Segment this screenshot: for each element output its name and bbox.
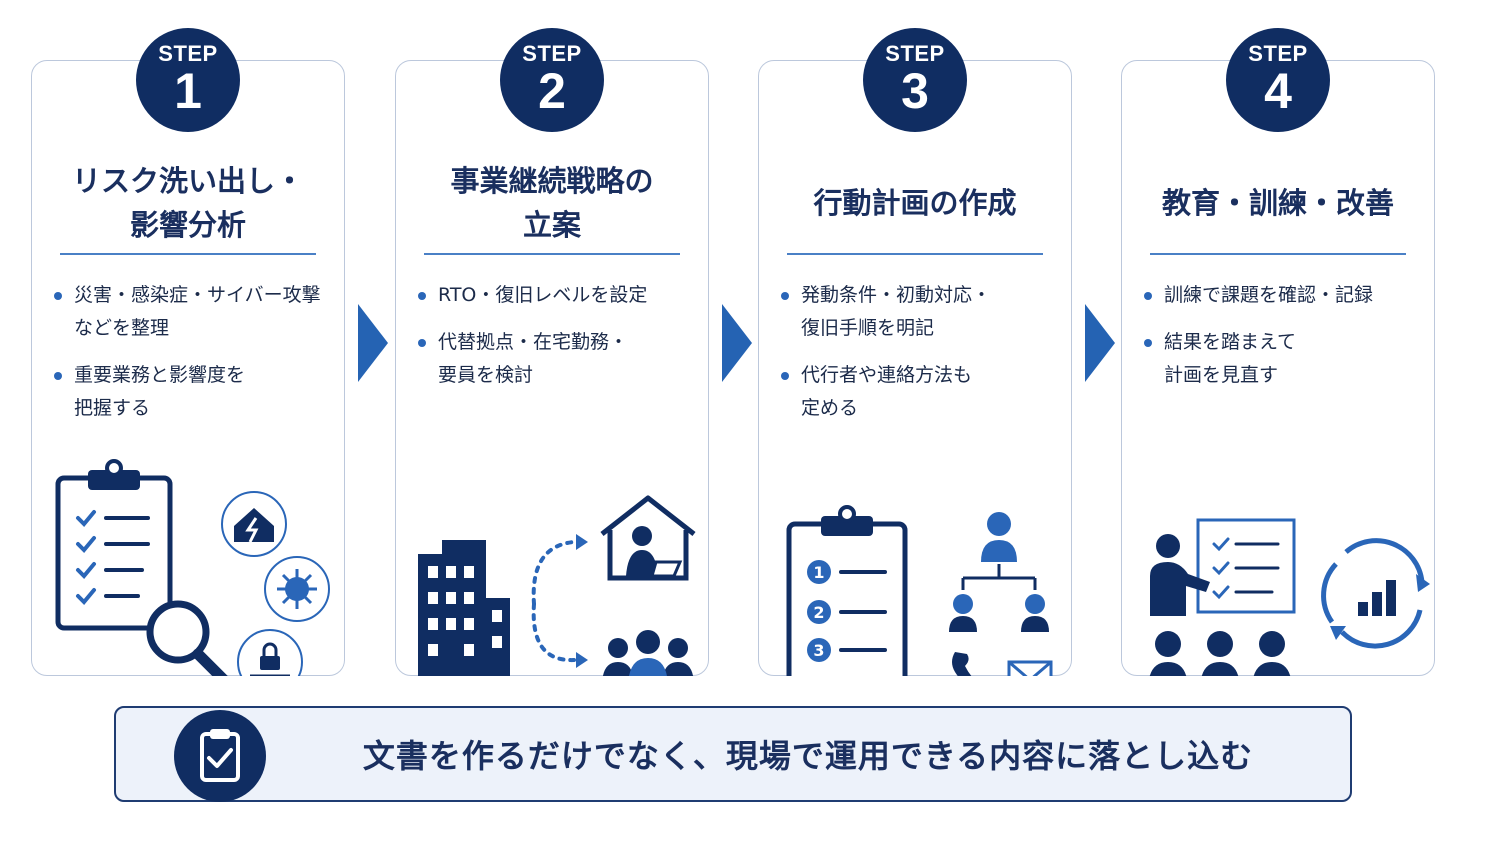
cycle-chart-icon xyxy=(1321,538,1430,649)
step-title-line: 行動計画の作成 xyxy=(813,186,1017,220)
mail-icon xyxy=(1007,660,1053,676)
step-title-line: リスク洗い出し・ xyxy=(71,164,304,198)
bullet-item: 結果を踏まえて計画を見直す xyxy=(1142,326,1424,392)
action-plan-illustration: 1 2 3 xyxy=(786,505,1053,676)
audience-icon xyxy=(1149,631,1291,676)
bullet-list: RTO・復旧レベルを設定 代替拠点・在宅勤務・要員を検討 xyxy=(416,279,698,406)
step-title: 事業継続戦略の 立案 xyxy=(406,147,698,259)
home-work-icon xyxy=(600,495,696,581)
step-badge-label: STEP xyxy=(522,41,582,66)
step-card-3: STEP 3 行動計画の作成 発動条件・初動対応・復旧手順を明記 代行者や連絡方… xyxy=(758,28,1072,676)
laptop-lock-icon xyxy=(237,629,303,676)
step-title: 行動計画の作成 xyxy=(769,147,1061,259)
house-disaster-icon xyxy=(221,491,287,557)
bullet-item: 災害・感染症・サイバー攻撃などを整理 xyxy=(52,279,334,345)
dotted-arrow-heads xyxy=(576,534,588,668)
step-card-2: STEP 2 事業継続戦略の 立案 RTO・復旧レベルを設定 代替拠点・在宅勤務… xyxy=(395,28,709,676)
bullet-item: 訓練で課題を確認・記録 xyxy=(1142,279,1424,312)
list-number: 1 xyxy=(813,563,824,582)
step-badge-label: STEP xyxy=(885,41,945,66)
bullet-list: 訓練で課題を確認・記録 結果を踏まえて計画を見直す xyxy=(1142,279,1424,406)
step-title-line: 立案 xyxy=(522,208,581,242)
whiteboard-checklist-icon xyxy=(1196,518,1296,614)
step-badge-label: STEP xyxy=(158,41,218,66)
chevron-right-icon xyxy=(1085,304,1115,382)
list-number: 2 xyxy=(813,603,824,622)
step-badge-number: 2 xyxy=(538,63,566,119)
risk-illustration xyxy=(55,459,330,676)
bullet-item: 重要業務と影響度を把握する xyxy=(52,359,334,425)
org-chart-icon xyxy=(949,512,1049,632)
chevron-right-icon xyxy=(722,304,752,382)
divider xyxy=(1150,253,1406,255)
step-title: リスク洗い出し・ 影響分析 xyxy=(42,147,334,259)
team-icon xyxy=(602,630,694,676)
step-badge-3: STEP 3 xyxy=(863,28,967,132)
step-card-4: STEP 4 教育・訓練・改善 訓練で課題を確認・記録 結果を踏まえて計画を見直… xyxy=(1121,28,1435,676)
step-title-line: 教育・訓練・改善 xyxy=(1161,186,1394,220)
presenter-icon xyxy=(1150,534,1210,616)
divider xyxy=(787,253,1043,255)
step-badge-1: STEP 1 xyxy=(136,28,240,132)
step-title-line: 事業継続戦略の xyxy=(450,164,654,198)
bullet-item: 代行者や連絡方法も定める xyxy=(779,359,1061,425)
step-badge-number: 1 xyxy=(174,63,202,119)
step-badge-number: 4 xyxy=(1264,63,1292,119)
step-title-line: 影響分析 xyxy=(129,208,246,242)
divider xyxy=(60,253,316,255)
bullet-list: 発動条件・初動対応・復旧手順を明記 代行者や連絡方法も定める xyxy=(779,279,1061,439)
bullet-item: 代替拠点・在宅勤務・要員を検討 xyxy=(416,326,698,392)
list-number: 3 xyxy=(813,641,824,660)
banner-text: 文書を作るだけでなく、現場で運用できる内容に落とし込む xyxy=(362,737,1254,775)
step-title: 教育・訓練・改善 xyxy=(1132,147,1424,259)
dotted-arrow-icon xyxy=(531,540,576,663)
step-badge-number: 3 xyxy=(901,63,929,119)
step-card-1: STEP 1 リスク洗い出し・ 影響分析 災害・感染症・サイバー攻撃などを整理 … xyxy=(31,28,345,676)
training-illustration xyxy=(1149,518,1430,676)
magnifier-icon xyxy=(146,600,228,676)
virus-icon xyxy=(264,556,330,622)
summary-banner: 文書を作るだけでなく、現場で運用できる内容に落とし込む xyxy=(114,706,1352,802)
step-badge-4: STEP 4 xyxy=(1226,28,1330,132)
bullet-item: RTO・復旧レベルを設定 xyxy=(416,279,698,312)
clipboard-check-icon xyxy=(174,710,266,802)
step-badge-2: STEP 2 xyxy=(500,28,604,132)
chevron-right-icon xyxy=(358,304,388,382)
clipboard-checklist-icon xyxy=(55,459,173,631)
office-building-icon xyxy=(418,540,510,676)
divider xyxy=(424,253,680,255)
step-badge-label: STEP xyxy=(1248,41,1308,66)
phone-icon xyxy=(952,652,972,676)
bullet-list: 災害・感染症・サイバー攻撃などを整理 重要業務と影響度を把握する xyxy=(52,279,334,439)
strategy-illustration xyxy=(418,495,696,676)
bullet-item: 発動条件・初動対応・復旧手順を明記 xyxy=(779,279,1061,345)
numbered-clipboard-icon: 1 2 3 xyxy=(786,505,908,676)
